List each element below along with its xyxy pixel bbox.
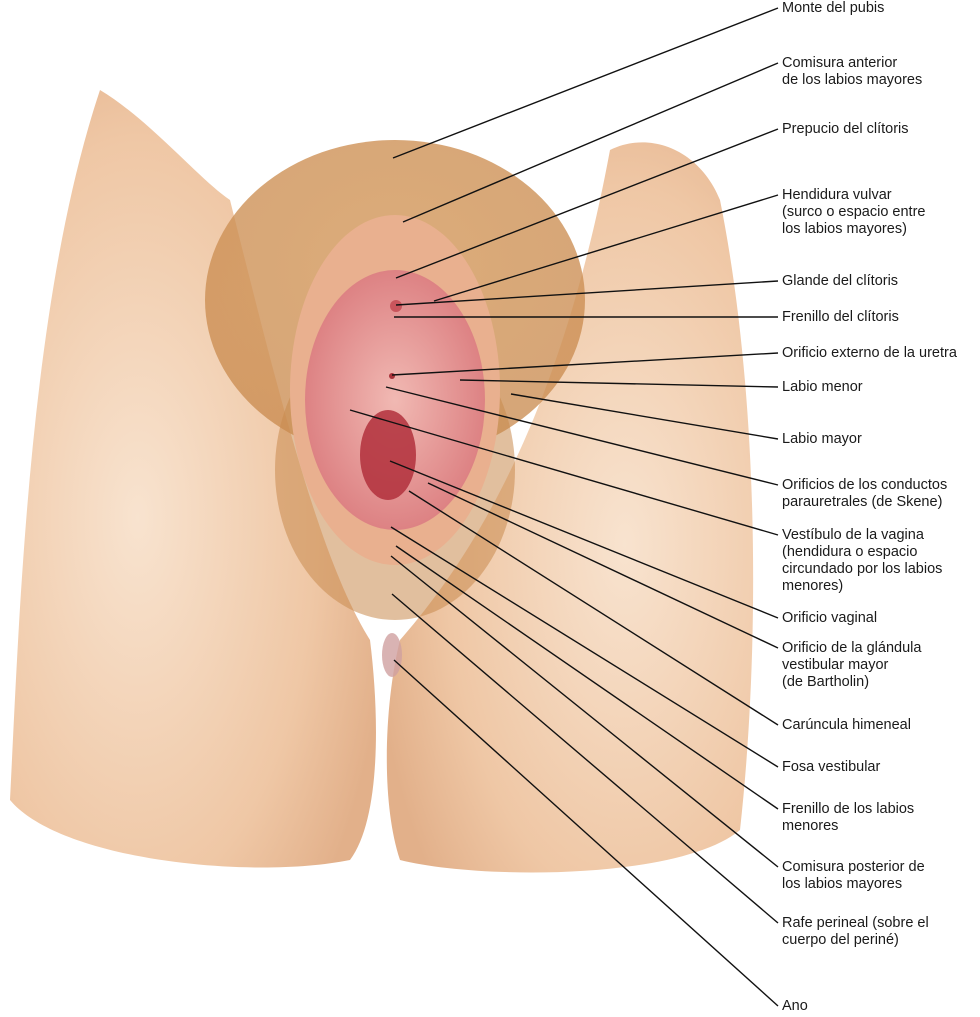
label-2: Prepucio del clítoris — [782, 121, 909, 137]
label-16: Comisura posterior de los labios mayores — [782, 859, 925, 892]
label-14: Fosa vestibular — [782, 759, 881, 775]
label-8: Labio mayor — [782, 431, 862, 447]
leader-line-13 — [408, 490, 779, 726]
label-9: Orificios de los conductos parauretrales… — [782, 477, 948, 510]
label-10: Vestíbulo de la vagina (hendidura o espa… — [782, 527, 943, 594]
leader-line-17 — [391, 593, 779, 924]
label-12: Orificio de la glándula vestibular mayor… — [782, 640, 922, 690]
leader-line-12 — [427, 482, 779, 649]
leader-lines — [349, 7, 779, 1007]
label-3: Hendidura vulvar (surco o espacio entre … — [782, 187, 926, 237]
label-17: Rafe perineal (sobre el cuerpo del perin… — [782, 915, 929, 948]
label-6: Orificio externo de la uretra — [782, 345, 957, 361]
urethral-orifice — [389, 373, 395, 379]
label-13: Carúncula himeneal — [782, 717, 911, 733]
leader-line-7 — [459, 379, 779, 388]
leader-line-11 — [389, 460, 779, 619]
thigh-left — [10, 90, 376, 868]
label-1: Comisura anterior de los labios mayores — [782, 55, 923, 88]
label-15: Frenillo de los labios menores — [782, 801, 915, 834]
leader-line-9 — [385, 386, 779, 486]
leader-line-8 — [510, 393, 779, 440]
leader-line-1 — [402, 62, 779, 223]
leader-line-4 — [395, 280, 779, 306]
label-4: Glande del clítoris — [782, 273, 899, 289]
thigh-right — [386, 142, 754, 873]
label-5: Frenillo del clítoris — [782, 309, 899, 325]
leader-line-18 — [393, 659, 779, 1007]
leader-line-2 — [395, 128, 779, 279]
leader-line-14 — [390, 526, 779, 768]
leader-line-6 — [391, 352, 779, 376]
leader-line-15 — [395, 545, 779, 810]
leader-line-0 — [392, 7, 779, 159]
label-18: Ano — [782, 998, 808, 1014]
vaginal-orifice — [360, 410, 416, 500]
label-7: Labio menor — [782, 379, 863, 395]
label-11: Orificio vaginal — [782, 610, 878, 626]
leader-line-16 — [390, 555, 779, 868]
leader-line-10 — [349, 409, 779, 536]
label-0: Monte del pubis — [782, 0, 885, 16]
vestibule — [305, 270, 485, 530]
anus-region — [382, 633, 402, 677]
clitoral-glans — [390, 300, 402, 312]
leader-line-3 — [433, 194, 779, 302]
